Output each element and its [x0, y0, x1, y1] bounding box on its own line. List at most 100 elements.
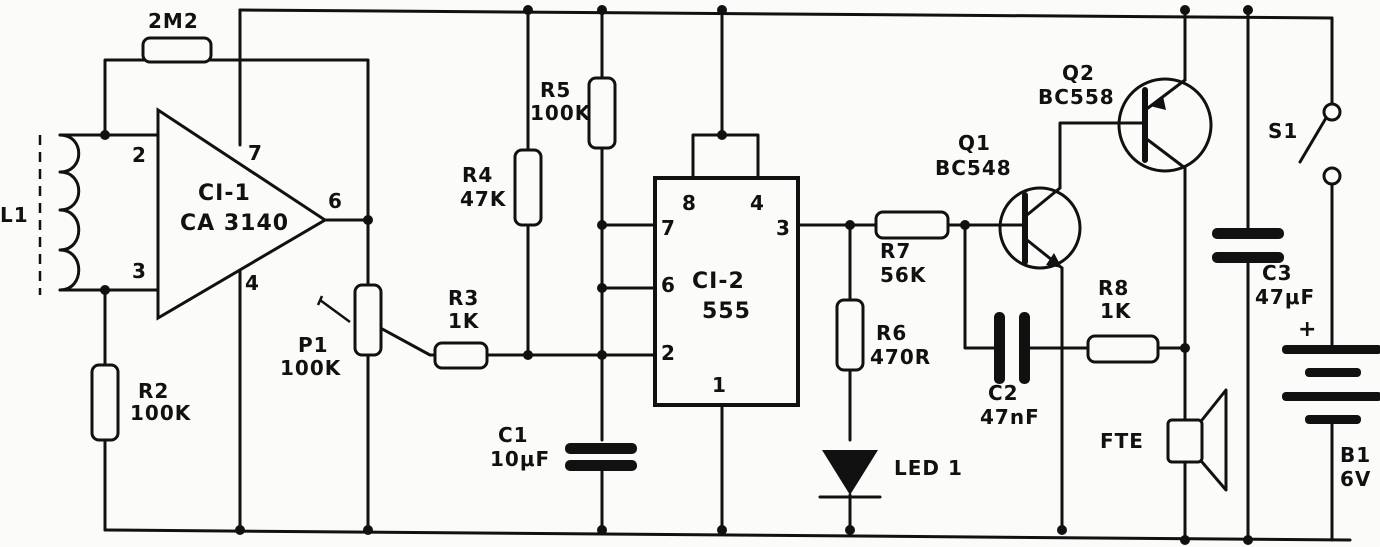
- label-r4-ref: R4: [462, 163, 493, 187]
- pin-ci2-4: 4: [750, 191, 765, 215]
- wire-pins-8-4: [691, 8, 760, 180]
- label-ci1-value: CA 3140: [180, 211, 289, 236]
- transistor-q1: [998, 186, 1082, 270]
- label-p1-ref: P1: [298, 333, 329, 357]
- junction: [100, 130, 110, 140]
- label-c2-ref: C2: [988, 381, 1019, 405]
- label-r8-value: 1K: [1100, 299, 1132, 323]
- label-p1-value: 100K: [280, 356, 342, 380]
- coil-l1: [38, 133, 81, 295]
- label-r4-value: 47K: [460, 187, 507, 211]
- label-c3-value: 47μF: [1255, 285, 1315, 309]
- label-r6-value: 470R: [870, 345, 931, 369]
- junction: [597, 5, 607, 15]
- wire-2m2-left: [103, 58, 147, 137]
- label-r7-ref: R7: [880, 239, 911, 263]
- label-r3-ref: R3: [448, 286, 479, 310]
- label-fte: FTE: [1100, 429, 1144, 453]
- junction: [845, 220, 855, 230]
- junction: [845, 525, 855, 535]
- junction: [363, 215, 373, 225]
- junction: [597, 525, 607, 535]
- junction: [1180, 5, 1190, 15]
- label-r5-value: 100K: [530, 101, 592, 125]
- label-c1-value: 10μF: [490, 447, 550, 471]
- resistor-r3: [433, 341, 489, 370]
- pin-ci2-8: 8: [682, 191, 697, 215]
- label-r5-ref: R5: [540, 78, 571, 102]
- junction: [1180, 535, 1190, 545]
- junction: [1243, 535, 1253, 545]
- pin-ci2-7: 7: [661, 216, 676, 240]
- pin-ci1-7: 7: [248, 141, 263, 165]
- transistor-q2: [1117, 77, 1213, 173]
- junctions: [100, 5, 1253, 545]
- label-r6-ref: R6: [876, 321, 907, 345]
- speaker-fte: [1166, 388, 1228, 492]
- pin-ci2-2: 2: [661, 341, 676, 365]
- junction: [523, 5, 533, 15]
- pin-ci1-2: 2: [132, 143, 147, 167]
- pin-ci2-3: 3: [776, 216, 791, 240]
- capacitor-c2: [994, 312, 1030, 384]
- junction: [717, 130, 727, 140]
- junction: [1180, 343, 1190, 353]
- switch-s1: [1298, 102, 1342, 186]
- resistor-r4: [513, 148, 543, 227]
- label-c2-value: 47nF: [980, 405, 1040, 429]
- pin-ci2-6: 6: [661, 273, 676, 297]
- label-q2-value: BC558: [1038, 85, 1115, 109]
- resistor-r2: [90, 363, 120, 442]
- label-r2-ref: R2: [138, 379, 169, 403]
- junction: [960, 220, 970, 230]
- label-r3-value: 1K: [448, 309, 480, 333]
- label-2m2: 2M2: [148, 9, 199, 33]
- bottom-ground-rail: [103, 528, 1352, 542]
- junction: [717, 525, 727, 535]
- ic-555-ci2: [653, 176, 800, 407]
- junction: [597, 350, 607, 360]
- label-q1-ref: Q1: [958, 131, 991, 155]
- wire-2m2-right: [208, 58, 370, 222]
- junction: [597, 220, 607, 230]
- junction: [523, 350, 533, 360]
- label-q2-ref: Q2: [1062, 61, 1095, 85]
- junction: [235, 525, 245, 535]
- pin-ci1-6: 6: [328, 189, 343, 213]
- resistor-r8: [1086, 334, 1160, 364]
- labels: 2M2 L1 2 3 7 4 6 CI-1 CA 3140 R2 100K P1…: [0, 9, 1371, 491]
- wire-q1-q2: [1058, 121, 1122, 190]
- label-q1-value: BC548: [935, 156, 1012, 180]
- resistor-r5: [587, 76, 617, 150]
- junction: [1243, 5, 1253, 15]
- junction: [100, 285, 110, 295]
- label-ci1-ref: CI-1: [198, 181, 251, 206]
- junction: [1057, 525, 1067, 535]
- capacitor-c1: [565, 443, 637, 471]
- label-r7-value: 56K: [880, 263, 927, 287]
- potentiometer-p1: [316, 283, 383, 357]
- capacitor-c3: [1212, 228, 1284, 263]
- label-c3-ref: C3: [1262, 261, 1293, 285]
- label-ci2-value: 555: [702, 299, 751, 324]
- pin-ci1-3: 3: [132, 259, 147, 283]
- junction: [597, 283, 607, 293]
- resistor-r6: [835, 298, 865, 372]
- label-r8-ref: R8: [1098, 276, 1129, 300]
- label-b1-value: 6V: [1340, 467, 1371, 491]
- label-r2-value: 100K: [130, 401, 192, 425]
- top-supply-rail: [238, 8, 1334, 20]
- resistor-r7: [874, 210, 950, 240]
- label-l1: L1: [0, 203, 29, 227]
- opamp-ci1: [156, 107, 328, 321]
- label-b1-ref: B1: [1340, 443, 1371, 467]
- led-1: [818, 450, 882, 499]
- label-led1: LED 1: [894, 456, 963, 480]
- junction: [717, 5, 727, 15]
- label-c1-ref: C1: [498, 423, 529, 447]
- wire-p1-r3: [373, 323, 657, 357]
- pin-ci2-1: 1: [712, 373, 727, 397]
- label-s1: S1: [1268, 119, 1298, 143]
